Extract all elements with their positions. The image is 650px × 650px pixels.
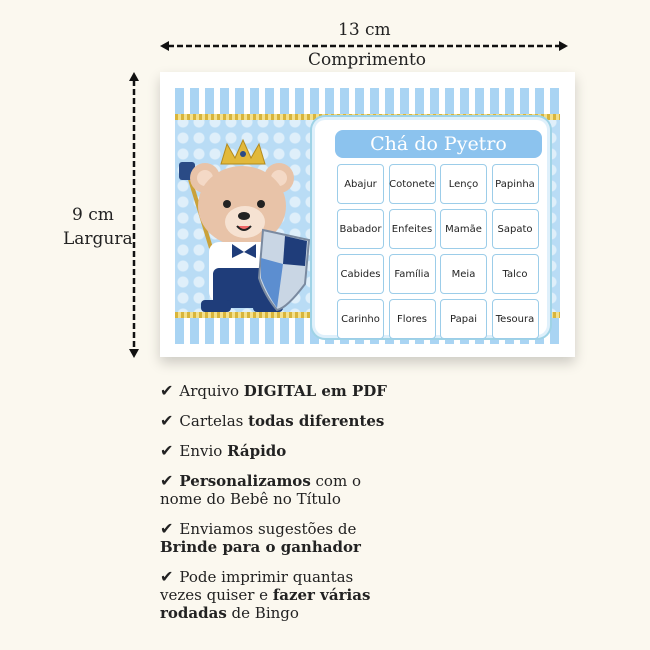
bingo-cell: Babador <box>337 209 384 249</box>
bingo-cell: Mamãe <box>440 209 487 249</box>
bingo-cell: Família <box>388 254 436 294</box>
feature-text: Arquivo <box>179 382 244 400</box>
feature-line: ✔ Cartelas todas diferentes <box>160 411 420 431</box>
feature-text: Personalizamos <box>179 472 311 490</box>
feature-item: ✔ Arquivo DIGITAL em PDF <box>160 381 420 401</box>
check-icon: ✔ <box>160 411 174 430</box>
teddy-bear-prince-icon <box>179 138 311 312</box>
check-icon: ✔ <box>160 471 174 490</box>
feature-text: Cartelas <box>179 412 249 430</box>
feature-text: rodadas <box>160 604 227 622</box>
bingo-cell: Lenço <box>440 164 487 204</box>
length-arrow <box>160 41 568 51</box>
width-value: 9 cm <box>72 205 114 225</box>
length-label: Comprimento <box>308 50 427 70</box>
feature-text: todas diferentes <box>248 412 385 430</box>
bingo-cell: Carinho <box>337 299 384 339</box>
feature-line: ✔ Enviamos sugestões de <box>160 519 420 539</box>
bingo-cell: Tesoura <box>491 299 539 339</box>
feature-text: nome do Bebê no Título <box>160 490 341 508</box>
feature-line: ✔ Pode imprimir quantas <box>160 567 420 587</box>
check-icon: ✔ <box>160 567 174 586</box>
bingo-cell: Papinha <box>491 164 539 204</box>
bingo-cell: Meia <box>440 254 487 294</box>
feature-list: ✔ Arquivo DIGITAL em PDF ✔ Cartelas todas d… <box>160 382 420 634</box>
feature-line: Brinde para o ganhador <box>160 538 420 556</box>
check-icon: ✔ <box>160 441 174 460</box>
length-value: 13 cm <box>338 20 391 40</box>
feature-text: Brinde para o ganhador <box>160 538 361 556</box>
bingo-cell: Cabides <box>337 254 384 294</box>
gold-border-top <box>175 114 560 120</box>
bingo-cell: Flores <box>388 299 436 339</box>
feature-text: vezes quiser e <box>160 586 273 604</box>
feature-text: Enviamos sugestões de <box>179 520 357 538</box>
check-icon: ✔ <box>160 519 174 538</box>
feature-item: ✔ Cartelas todas diferentes <box>160 411 420 431</box>
bingo-cell: Talco <box>491 254 539 294</box>
feature-item: ✔ Envio Rápido <box>160 441 420 461</box>
feature-text: DIGITAL em PDF <box>243 382 387 400</box>
feature-text: com o <box>310 472 361 490</box>
width-label: Largura <box>63 229 133 249</box>
card-title: Chá do Pyetro <box>335 130 542 158</box>
feature-line: ✔ Envio Rápido <box>160 441 420 461</box>
bingo-cell: Sapato <box>491 209 539 249</box>
feature-line: rodadas de Bingo <box>160 604 420 622</box>
feature-text: fazer várias <box>272 586 371 604</box>
bingo-cell: Enfeites <box>388 209 436 249</box>
feature-line: vezes quiser e fazer várias <box>160 586 420 604</box>
feature-text: de Bingo <box>226 604 299 622</box>
feature-text: Rápido <box>227 442 287 460</box>
bingo-cell: Papai <box>440 299 487 339</box>
feature-line: nome do Bebê no Título <box>160 490 420 508</box>
check-icon: ✔ <box>160 381 174 400</box>
width-arrow <box>129 72 139 358</box>
feature-text: Envio <box>179 442 228 460</box>
bingo-cell: Cotonete <box>388 164 436 204</box>
feature-line: ✔ Arquivo DIGITAL em PDF <box>160 381 420 401</box>
feature-text: Pode imprimir quantas <box>179 568 354 586</box>
bingo-cell: Abajur <box>337 164 384 204</box>
feature-line: ✔ Personalizamos com o <box>160 471 420 491</box>
